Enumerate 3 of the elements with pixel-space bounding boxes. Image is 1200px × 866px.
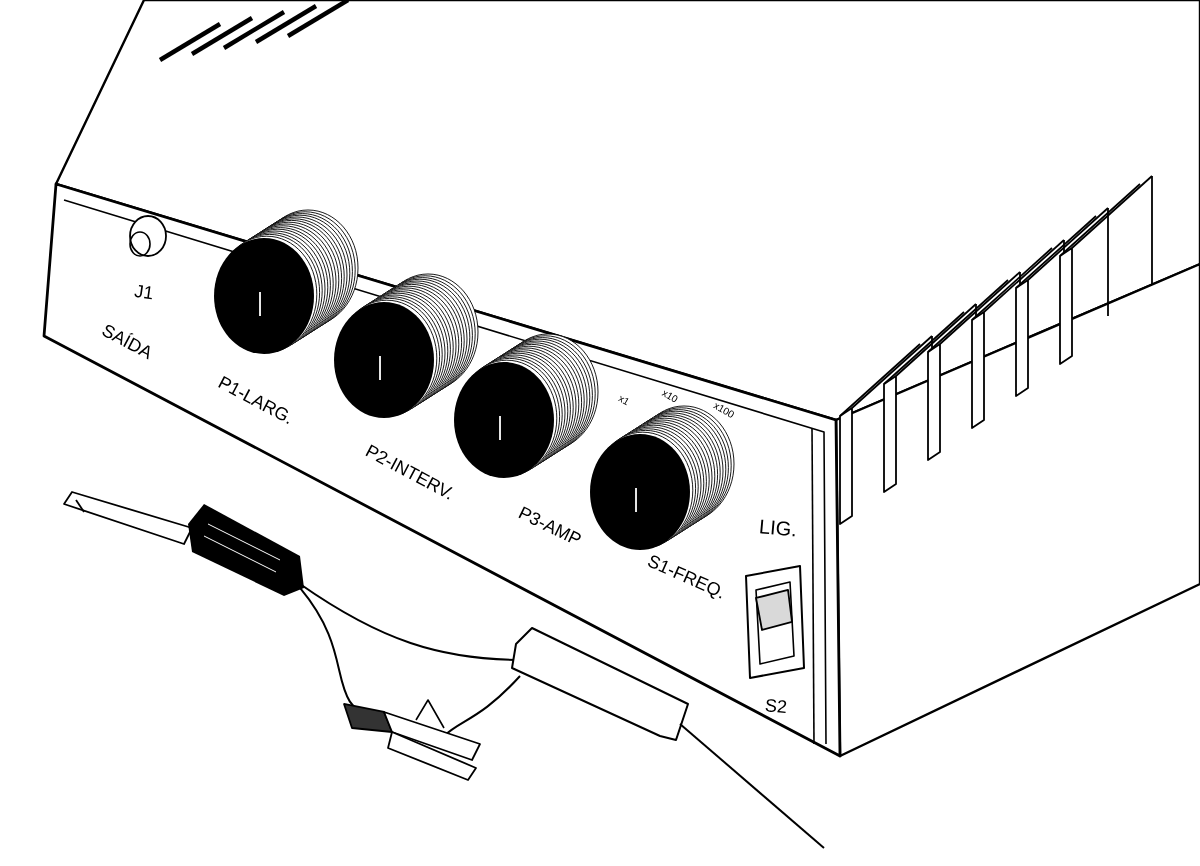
- panel-label: J1: [134, 284, 152, 300]
- panel-label: LIG.: [760, 519, 795, 537]
- panel-label: S2: [765, 699, 787, 714]
